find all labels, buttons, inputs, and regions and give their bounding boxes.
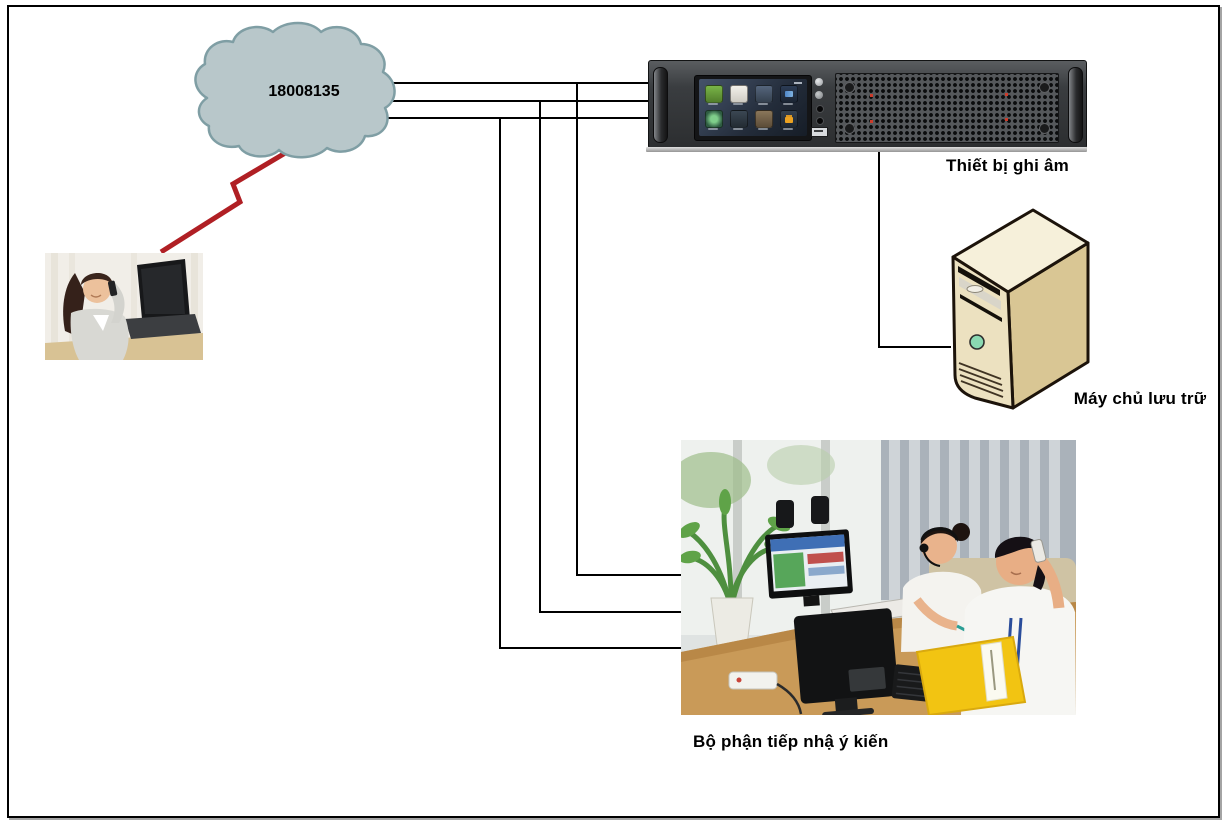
mic-jack bbox=[816, 105, 824, 113]
agent1-face bbox=[921, 528, 957, 564]
caller-photo bbox=[45, 253, 203, 360]
device-touchscreen bbox=[699, 79, 807, 136]
hdd-led bbox=[815, 91, 823, 99]
power-strip-led bbox=[736, 677, 742, 683]
window-frame bbox=[733, 440, 742, 635]
foliage-outside bbox=[681, 452, 751, 508]
agent-with-headset bbox=[901, 523, 987, 652]
vent-red-led bbox=[1005, 93, 1008, 96]
agent2-phone bbox=[1030, 539, 1047, 563]
app-network-icon bbox=[730, 110, 748, 128]
screen-clock-text bbox=[794, 82, 802, 84]
caller-face bbox=[83, 275, 111, 303]
app-tools-icon bbox=[755, 110, 773, 128]
plant-pot bbox=[710, 597, 754, 646]
laptop-base bbox=[125, 314, 201, 339]
device-screen-bezel bbox=[694, 75, 812, 141]
agent1-hair-bun bbox=[952, 523, 970, 541]
folder-label-text bbox=[990, 649, 996, 691]
monitor-facing bbox=[765, 529, 853, 607]
power-strip bbox=[728, 671, 778, 690]
caller-hair-top bbox=[81, 272, 113, 285]
screw-icon bbox=[844, 123, 855, 134]
app-status-icon bbox=[780, 85, 798, 103]
screw-icon bbox=[844, 82, 855, 93]
headset-band bbox=[920, 527, 959, 541]
caller-phone bbox=[107, 280, 118, 297]
vent-red-led bbox=[870, 94, 873, 97]
agent1-arm bbox=[913, 597, 958, 631]
agent2-mouth bbox=[1010, 571, 1022, 576]
office-label: Bộ phận tiếp nhậ ý kiến bbox=[693, 732, 889, 751]
recorder-device bbox=[648, 60, 1087, 149]
caller-smile bbox=[90, 294, 102, 298]
potted-plant bbox=[681, 489, 791, 646]
vent-red-led bbox=[870, 120, 873, 123]
caller-blouse bbox=[93, 315, 109, 331]
rack-handle-right bbox=[1068, 67, 1083, 143]
power-led bbox=[815, 78, 823, 86]
recorder-device-base bbox=[646, 147, 1087, 152]
headphone-jack bbox=[816, 117, 824, 125]
vent-red-led bbox=[1005, 118, 1008, 121]
monitor-back-view bbox=[793, 608, 899, 715]
cable bbox=[776, 682, 803, 715]
server-label: Máy chủ lưu trữ bbox=[1073, 389, 1207, 408]
app-search-icon bbox=[730, 85, 748, 103]
hotline-number: 18008135 bbox=[268, 83, 340, 100]
office-photo-art bbox=[681, 440, 1076, 715]
app-monitor-icon bbox=[755, 85, 773, 103]
recorder-label: Thiết bị ghi âm bbox=[946, 156, 1069, 175]
foliage-outside bbox=[767, 445, 835, 485]
app-phone-icon bbox=[705, 85, 723, 103]
headset-mic-boom bbox=[923, 551, 941, 567]
usb-slot bbox=[814, 130, 823, 132]
screw-icon bbox=[1039, 123, 1050, 134]
laptop-screen-inner bbox=[141, 264, 185, 314]
office-photo bbox=[681, 440, 1076, 715]
rack-handle-left bbox=[653, 67, 668, 143]
vent-grille bbox=[835, 73, 1059, 143]
yellow-folder bbox=[915, 635, 1027, 715]
caller-photo-art bbox=[45, 253, 203, 360]
headset-earcup bbox=[919, 543, 929, 553]
speaker bbox=[811, 496, 829, 524]
speaker bbox=[776, 500, 794, 528]
app-settings-icon bbox=[705, 110, 723, 128]
app-lock-icon bbox=[780, 110, 798, 128]
screw-icon bbox=[1039, 82, 1050, 93]
usb-port bbox=[811, 127, 828, 137]
